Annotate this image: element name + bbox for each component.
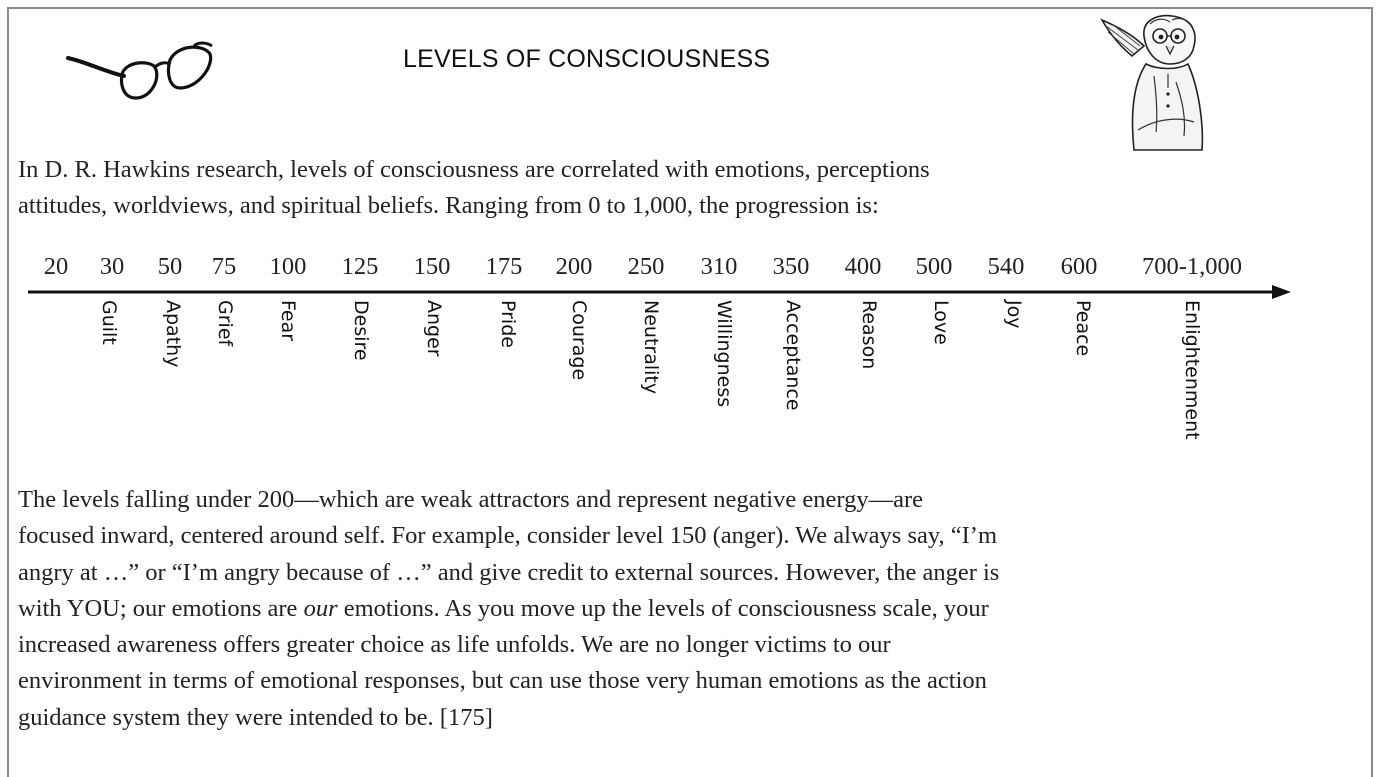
level-value: 125: [341, 253, 379, 280]
level-label: Neutrality: [640, 300, 662, 395]
body-line: guidance system they were intended to be…: [18, 703, 493, 731]
page-title: LEVELS OF CONSCIOUSNESS: [403, 45, 771, 73]
intro-paragraph: In D. R. Hawkins research, levels of con…: [18, 152, 1363, 224]
owl-professor-icon: [1100, 14, 1204, 151]
level-value: 600: [1060, 253, 1098, 280]
level-label: Desire: [350, 300, 372, 361]
level-value: 700-1,000: [1141, 253, 1243, 280]
intro-line: attitudes, worldviews, and spiritual bel…: [18, 192, 879, 219]
body-line: focused inward, centered around self. Fo…: [18, 522, 998, 550]
level-label: Enlightenment: [1181, 300, 1203, 440]
body-line: The levels falling under 200—which are w…: [18, 486, 923, 513]
body-line: with YOU; our emotions are our emotions.…: [18, 591, 1368, 627]
level-label: Apathy: [162, 300, 184, 368]
level-value: 150: [413, 253, 451, 280]
level-label: Acceptance: [782, 300, 804, 411]
body-line: angry at …” or “I’m angry because of …” …: [18, 558, 1000, 586]
level-value: 400: [844, 253, 882, 280]
level-label: Willingness: [713, 300, 735, 408]
level-value: 50: [157, 253, 183, 280]
level-label: Anger: [423, 300, 445, 357]
body-line: environment in terms of emotional respon…: [18, 667, 987, 695]
level-label: Love: [930, 300, 952, 345]
level-value: 200: [555, 253, 593, 280]
level-label: Joy: [1003, 300, 1025, 329]
emphasis-text: our: [303, 594, 338, 622]
scale-labels: Guilt Apathy Grief Fear Desire Anger Pri…: [0, 300, 1380, 480]
body-line-part: with YOU; our emotions are: [18, 594, 304, 622]
level-label: Fear: [277, 300, 299, 342]
level-label: Pride: [497, 300, 519, 348]
level-value: 30: [99, 253, 125, 280]
level-value: 175: [485, 253, 523, 280]
level-value: 540: [987, 253, 1025, 280]
body-line: increased awareness offers greater choic…: [18, 631, 891, 659]
level-value: 20: [43, 253, 69, 280]
level-label: Guilt: [98, 300, 120, 345]
level-value: 250: [627, 253, 665, 280]
body-paragraph: The levels falling under 200—which are w…: [18, 482, 1368, 736]
level-label: Reason: [858, 300, 880, 370]
scale-axis-arrow: [28, 285, 1291, 299]
glasses-icon: [66, 41, 213, 100]
intro-line: In D. R. Hawkins research, levels of con…: [18, 156, 930, 183]
body-line-part: emotions. As you move up the levels of c…: [337, 594, 989, 622]
level-label: Grief: [214, 300, 236, 347]
page-frame: [7, 7, 1373, 777]
level-value: 75: [211, 253, 237, 280]
level-label: Courage: [568, 300, 590, 381]
level-value: 100: [269, 253, 307, 280]
level-label: Peace: [1072, 300, 1094, 357]
scale-values: 20 30 50 75 100 125 150 175 200 250 310 …: [0, 253, 1380, 287]
level-value: 500: [915, 253, 953, 280]
level-value: 350: [772, 253, 810, 280]
level-value: 310: [700, 253, 738, 280]
